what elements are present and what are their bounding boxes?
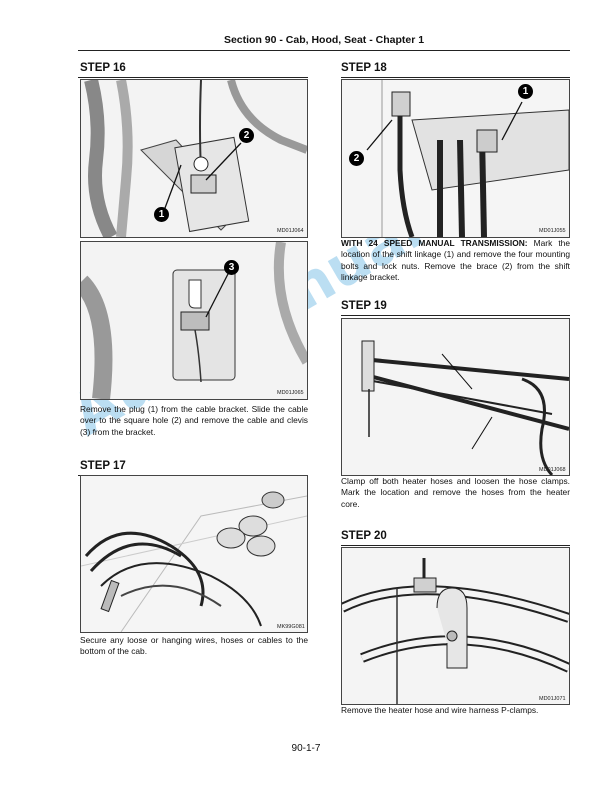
step-18-title: STEP 18 [341, 62, 387, 74]
step-19-rule [341, 315, 570, 316]
step-17-illustration [81, 476, 307, 632]
page-header: Section 90 - Cab, Hood, Seat - Chapter 1 [223, 34, 425, 46]
figure-code: MK99G081 [277, 624, 305, 630]
step-16a-illustration [81, 80, 307, 237]
step-16-text: Remove the plug (1) from the cable brack… [80, 404, 308, 437]
step-16-rule [78, 77, 308, 78]
step-19-illustration [342, 319, 569, 475]
callout-3: 3 [224, 260, 239, 275]
step-17-text: Secure any loose or hanging wires, hoses… [80, 635, 308, 657]
callout-2: 2 [239, 128, 254, 143]
step-18-text: WITH 24 SPEED MANUAL TRANSMISSION: Mark … [341, 238, 570, 283]
step-20-text: Remove the heater hose and wire harness … [341, 705, 539, 715]
step-18-text-bold: WITH 24 SPEED MANUAL TRANSMISSION: [341, 238, 528, 248]
step-20-title: STEP 20 [341, 530, 387, 542]
figure-code: MD01J065 [277, 390, 304, 396]
figure-step-19: MD01J068 [341, 318, 570, 476]
step-18-illustration [342, 80, 569, 237]
figure-step-18: 1 2 MD01J055 [341, 79, 570, 238]
figure-code: MD01J055 [539, 228, 566, 234]
step-18-rule [341, 77, 570, 78]
step-20-illustration [342, 548, 569, 704]
step-17-title: STEP 17 [80, 460, 126, 472]
figure-code: MD01J068 [539, 467, 566, 473]
step-20-rule [341, 545, 570, 546]
figure-step-20: MD01J071 [341, 547, 570, 705]
step-19-title: STEP 19 [341, 300, 387, 312]
callout-1: 1 [518, 84, 533, 99]
callout-2: 2 [349, 151, 364, 166]
figure-step-17: MK99G081 [80, 475, 308, 633]
callout-1: 1 [154, 207, 169, 222]
figure-step-16b: 3 MD01J065 [80, 241, 308, 400]
header-rule [78, 50, 570, 51]
step-19-text: Clamp off both heater hoses and loosen t… [341, 476, 570, 509]
page-number: 90-1-7 [291, 743, 321, 754]
figure-code: MD01J064 [277, 228, 304, 234]
step-18-text-body: Mark the location of the shift linkage (… [341, 238, 570, 282]
figure-step-16a: 2 1 MD01J064 [80, 79, 308, 238]
step-16-title: STEP 16 [80, 62, 126, 74]
step-16b-illustration [81, 242, 307, 399]
figure-code: MD01J071 [539, 696, 566, 702]
